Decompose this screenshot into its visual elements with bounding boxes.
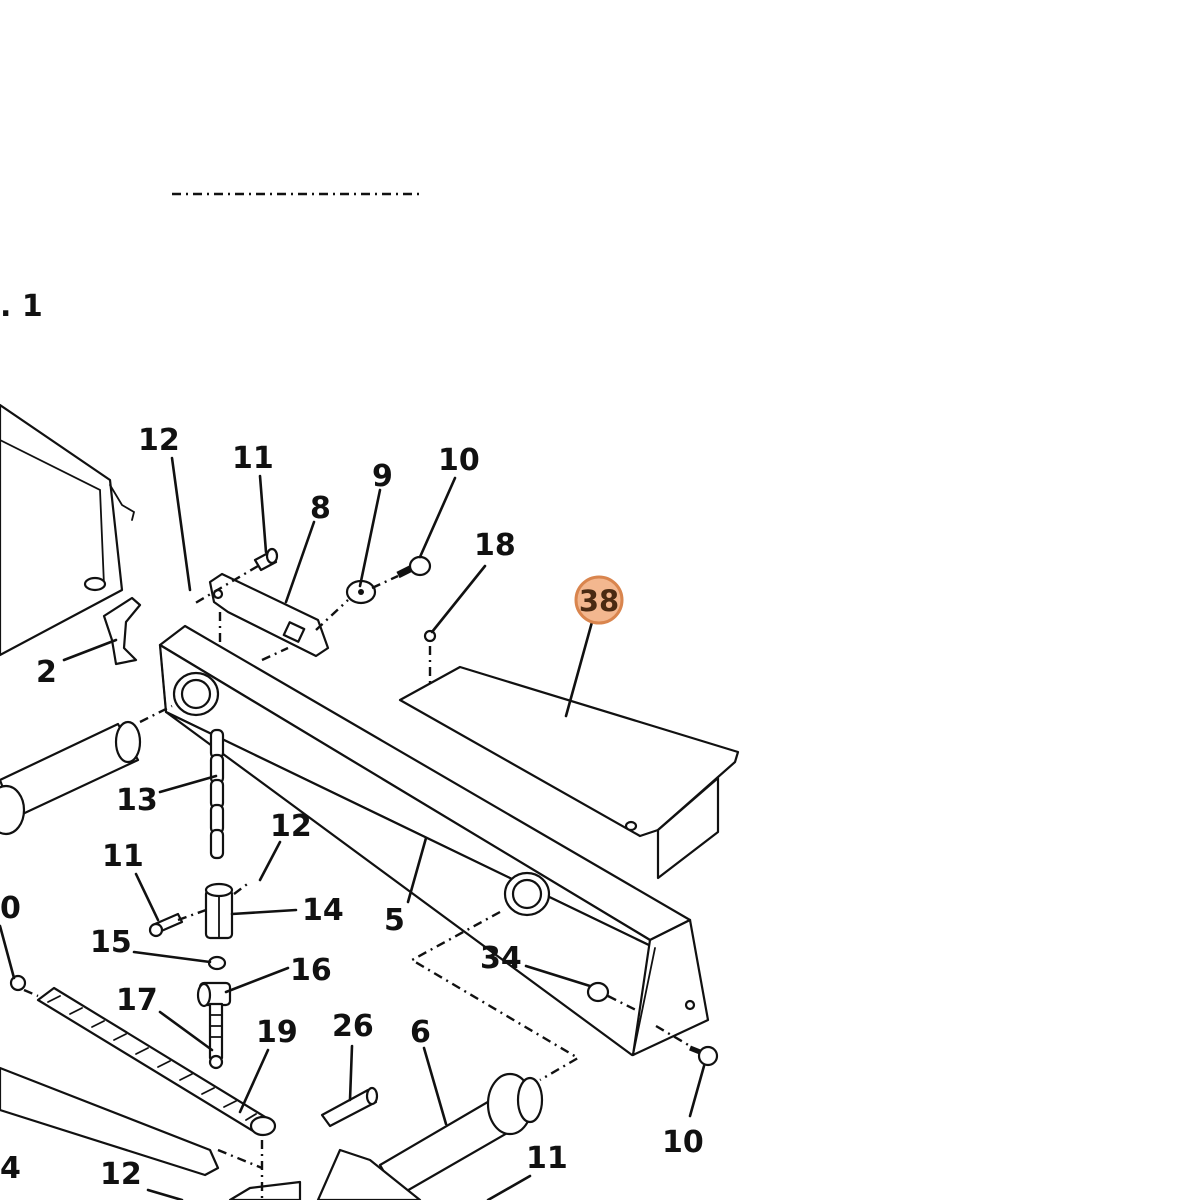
callout-19: 19 <box>256 1015 298 1050</box>
leader-lines <box>0 456 706 1200</box>
bracket-plate <box>208 572 330 658</box>
bolt-upper <box>396 555 432 579</box>
washer-hole <box>358 589 364 595</box>
callout-12-top: 12 <box>138 423 180 458</box>
spring <box>36 986 277 1137</box>
callout-5: 5 <box>384 903 405 938</box>
chain <box>209 728 225 860</box>
callout-34: 34 <box>480 941 522 976</box>
callout-14: 14 <box>302 893 344 928</box>
bolt-lower <box>689 1045 719 1067</box>
highlight-callout-38[interactable]: 38 <box>574 575 624 625</box>
assembly-lines <box>23 564 691 1200</box>
callout-4: 4 <box>0 1151 21 1186</box>
callout-8: 8 <box>310 491 331 526</box>
figure-label: . 1 <box>0 289 43 324</box>
clevis <box>204 882 234 940</box>
callout-6: 6 <box>410 1015 431 1050</box>
callout-26: 26 <box>332 1009 374 1044</box>
housing <box>0 403 136 657</box>
nut-small <box>9 974 27 992</box>
callout-10-top: 10 <box>438 443 480 478</box>
swivel <box>196 981 232 1008</box>
eyebolt <box>208 1002 224 1070</box>
nut <box>207 955 227 971</box>
bushing <box>586 981 610 1003</box>
callout-18: 18 <box>474 528 516 563</box>
pin-26 <box>320 1086 379 1128</box>
hitch-bracket <box>228 1148 422 1200</box>
callout-12-bottom: 12 <box>100 1157 142 1192</box>
callout-labels: 12 11 8 9 10 18 2 13 12 11 14 5 0 15 16 … <box>0 423 704 1192</box>
callout-2: 2 <box>36 655 57 690</box>
latch <box>102 596 142 666</box>
callout-10-bottom: 10 <box>662 1125 704 1160</box>
highlight-label: 38 <box>579 584 619 618</box>
callout-11-top: 11 <box>232 441 274 476</box>
callout-11-bottom: 11 <box>526 1141 568 1176</box>
callout-11-mid: 11 <box>102 839 144 874</box>
lower-arm <box>0 1066 220 1177</box>
callout-13: 13 <box>116 783 158 818</box>
callout-12-mid: 12 <box>270 809 312 844</box>
shield-plate <box>398 665 740 880</box>
pin-upper <box>253 547 279 572</box>
callout-0: 0 <box>0 891 21 926</box>
shaft <box>378 1072 544 1198</box>
highlight-circle[interactable] <box>574 575 624 625</box>
pin-lower <box>148 912 184 938</box>
shaft-tube-left <box>0 720 142 836</box>
callout-16: 16 <box>290 953 332 988</box>
callout-15: 15 <box>90 925 132 960</box>
callout-17: 17 <box>116 983 158 1018</box>
callout-9: 9 <box>372 459 393 494</box>
